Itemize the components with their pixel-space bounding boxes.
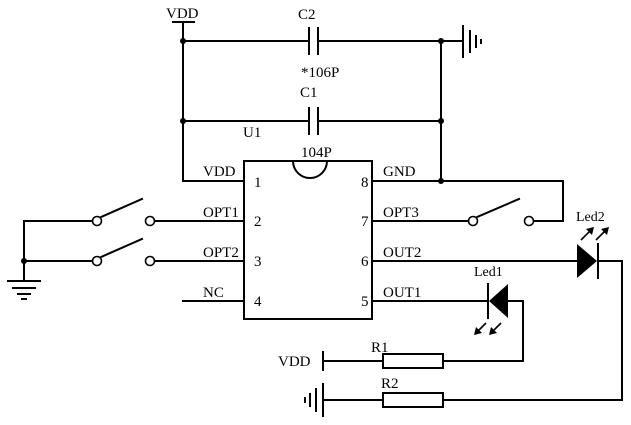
pin-1-number: 1 [254,175,262,191]
pin-6-name: OUT2 [383,245,421,261]
pin-8-number: 8 [361,175,369,191]
junction-dot [180,118,186,124]
c2-label: C2 [298,7,316,23]
pin-4-name: NC [203,285,224,301]
resistor-r2 [322,260,623,408]
ic-u1-body [243,159,373,320]
pin-5-name: OUT1 [383,285,421,301]
pin-2-number: 2 [254,214,262,230]
ground-symbol-bottom [304,383,324,417]
c2-value-label: *106P [301,65,339,81]
pin-6-number: 6 [361,254,369,270]
pin-3-number: 3 [254,254,262,270]
led1 [371,283,524,362]
vdd-top-label: VDD [166,6,199,22]
switch-opt1 [23,197,245,227]
vdd-bottom-label: VDD [278,354,311,370]
led2-label: Led2 [576,210,605,225]
vdd-wire-left [182,40,245,182]
junction-dot [180,38,186,44]
c1-label: C1 [300,85,318,101]
pin-8-name: GND [383,164,416,180]
junction-dot [438,38,444,44]
pin-3-name: OPT2 [203,245,239,261]
ground-symbol-top [440,25,482,58]
r1-label: R1 [371,340,389,356]
pin-5-number: 5 [361,294,369,310]
led2 [371,227,623,279]
ground-symbol-left [7,220,41,300]
c1-value-label: 104P [301,145,332,161]
u1-label: U1 [243,125,261,141]
led1-label: Led1 [474,265,503,280]
pin-7-number: 7 [361,214,369,230]
junction-dot [438,178,444,184]
resistor-r1 [322,353,524,369]
pin-1-name: VDD [203,164,236,180]
r2-label: R2 [381,376,399,392]
vdd-supply-top [172,21,195,42]
capacitor-c1 [182,107,442,135]
capacitor-c2 [182,27,442,55]
junction-dot [438,118,444,124]
pin-7-name: OPT3 [383,205,419,221]
gnd-wire-right [371,40,564,182]
switch-opt2 [23,237,245,267]
pin-4-number: 4 [254,294,262,310]
pin-2-name: OPT1 [203,205,239,221]
switch-opt3 [371,180,564,227]
